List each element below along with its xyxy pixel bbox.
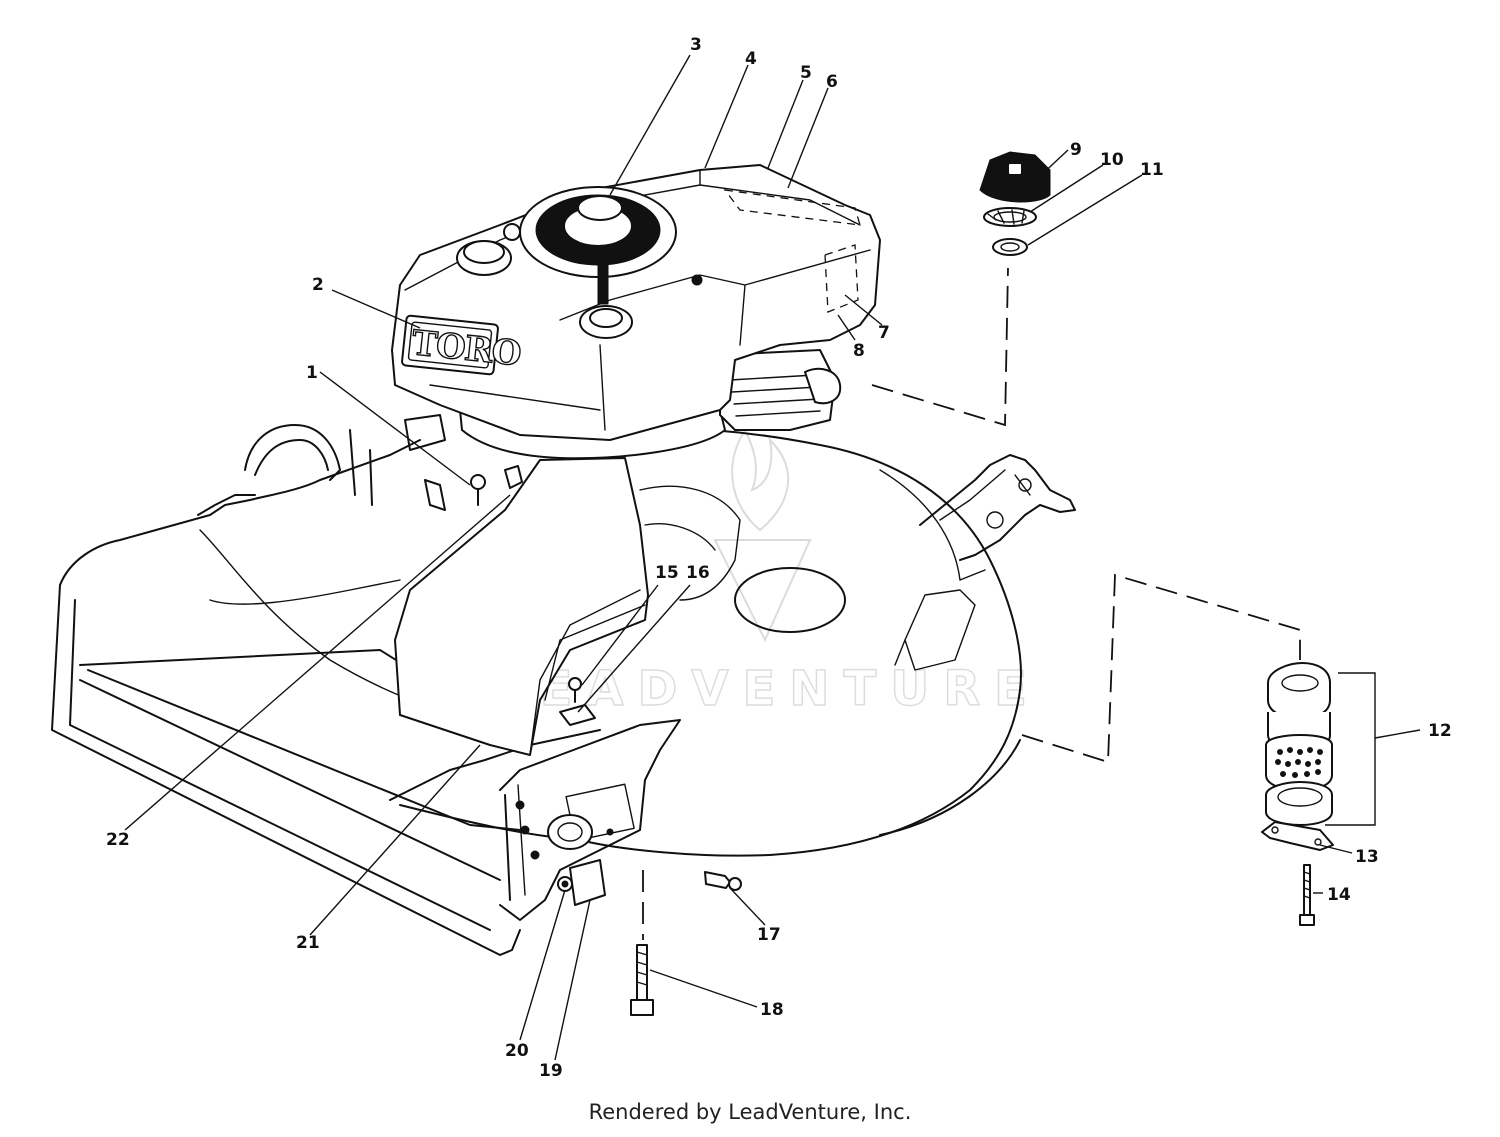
callout-18: 18 <box>760 1000 784 1020</box>
callout-5: 5 <box>800 63 812 83</box>
mower-deck <box>51 414 1076 956</box>
callout-22: 22 <box>106 830 130 850</box>
assembly-lines <box>642 267 1301 940</box>
muffler-assembly <box>1261 662 1334 926</box>
footer-credit: Rendered by LeadVenture, Inc. <box>588 1100 912 1124</box>
callout-8: 8 <box>853 341 865 361</box>
baffle-shield <box>394 457 649 756</box>
callout-9: 9 <box>1070 140 1082 160</box>
callout-7: 7 <box>878 323 890 343</box>
callout-4: 4 <box>745 49 757 69</box>
callout-17: 17 <box>757 925 781 945</box>
toro-logo: TORO <box>401 314 523 376</box>
callout-11: 11 <box>1140 160 1164 180</box>
callout-6: 6 <box>826 72 838 92</box>
callout-21: 21 <box>296 933 320 953</box>
callout-13: 13 <box>1355 847 1379 867</box>
callout-12: 12 <box>1428 721 1452 741</box>
callout-10: 10 <box>1100 150 1124 170</box>
leader-lines <box>124 54 1421 1061</box>
callout-2: 2 <box>312 275 324 295</box>
hardware-items <box>470 465 742 1016</box>
callout-14: 14 <box>1327 885 1351 905</box>
callout-16: 16 <box>686 563 710 583</box>
callout-3: 3 <box>690 35 702 55</box>
callout-1: 1 <box>306 363 318 383</box>
callout-15: 15 <box>655 563 679 583</box>
callout-labels: 1 2 3 4 5 6 7 8 9 10 11 12 13 14 15 16 1… <box>106 35 1452 1081</box>
callout-20: 20 <box>505 1041 529 1061</box>
air-cleaner-assembly <box>979 151 1051 256</box>
engine: TORO <box>391 164 881 460</box>
callout-19: 19 <box>539 1061 563 1081</box>
